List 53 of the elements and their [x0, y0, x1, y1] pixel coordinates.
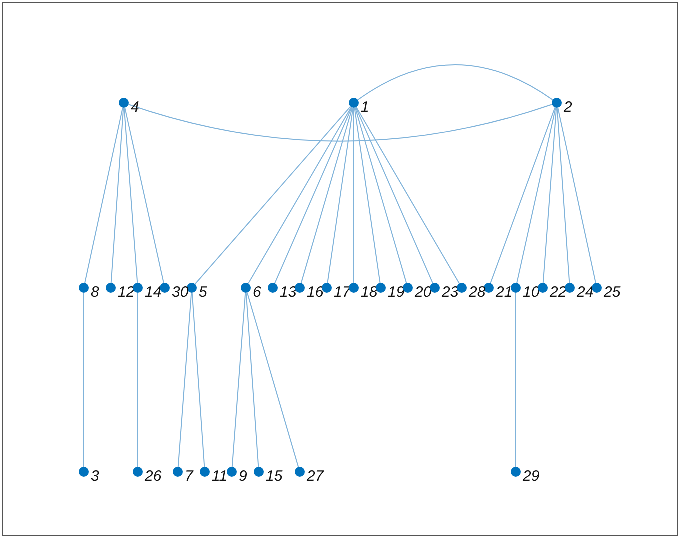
node-label: 3: [91, 469, 100, 484]
graph-edge: [124, 107, 138, 284]
node-label: 27: [307, 469, 324, 484]
graph-edge: [246, 292, 300, 468]
graph-edge: [516, 107, 556, 284]
graph-edge: [124, 107, 164, 284]
node-label: 20: [415, 285, 432, 300]
graph-edge: [358, 64, 554, 101]
graph-edge: [246, 292, 260, 468]
graph-edge: [192, 292, 206, 468]
graph-edge: [490, 107, 556, 284]
node-label: 16: [307, 285, 324, 300]
node-label: 26: [145, 469, 162, 484]
node-label: 2: [564, 100, 572, 115]
node-label: 1: [361, 100, 370, 115]
graph-edge: [194, 106, 352, 285]
graph-edge: [354, 107, 408, 284]
node-label: 21: [496, 285, 513, 300]
graph-edge: [178, 292, 192, 468]
node-label: 29: [523, 469, 540, 484]
graph-edge: [327, 107, 354, 284]
node-label: 23: [442, 285, 459, 300]
graph-edge: [354, 107, 381, 284]
graph-edge: [274, 107, 352, 284]
graph-edge: [556, 108, 570, 284]
node-label: 8: [91, 285, 100, 300]
node-label: 10: [523, 285, 540, 300]
node-label: 4: [131, 100, 140, 115]
node-label: 15: [266, 469, 283, 484]
node-label: 28: [469, 285, 486, 300]
graph-edge: [248, 106, 352, 284]
node-label: 14: [145, 285, 162, 300]
graph-edge: [356, 106, 460, 284]
graph-edge: [110, 108, 124, 284]
node-label: 18: [361, 285, 378, 300]
node-label: 7: [185, 469, 194, 484]
node-label: 24: [577, 285, 594, 300]
node-label: 5: [199, 285, 208, 300]
graph-edge: [84, 107, 124, 284]
node-label: 19: [388, 285, 405, 300]
graph-edge: [300, 107, 354, 284]
graph-edge: [542, 107, 558, 284]
graph-edge: [128, 104, 553, 142]
node-label: 9: [239, 469, 248, 484]
node-label: 11: [212, 469, 228, 484]
graph-edge: [558, 107, 596, 284]
node-label: 30: [172, 285, 189, 300]
node-label: 6: [253, 285, 262, 300]
node-label: 25: [604, 285, 621, 300]
graph-edge: [356, 107, 434, 284]
node-label: 13: [280, 285, 297, 300]
node-label: 22: [550, 285, 567, 300]
graph-edge: [232, 292, 246, 468]
